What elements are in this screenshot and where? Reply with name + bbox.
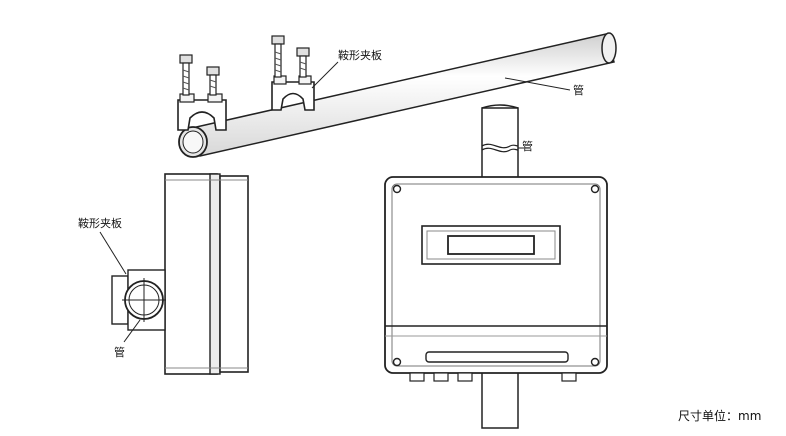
unit-note: 尺寸单位：mm — [678, 409, 762, 423]
saddle-clamp-right — [271, 35, 315, 111]
screw — [590, 357, 600, 367]
leader-line — [504, 77, 571, 91]
bolt — [206, 66, 220, 96]
display-window — [421, 225, 561, 265]
bottom-slot — [425, 351, 569, 363]
label-saddle-clamp-top: 鞍形夹板 — [338, 49, 382, 62]
label-pipe-vertical: 管 — [522, 140, 533, 153]
screw — [392, 357, 402, 367]
cable-gland — [457, 372, 473, 382]
leader-line — [99, 231, 127, 275]
meter-side-view — [99, 173, 249, 375]
cable-gland — [561, 372, 577, 382]
label-pipe-side: 管 — [114, 346, 125, 359]
cable-gland — [433, 372, 449, 382]
bolt — [179, 54, 193, 96]
leader-line — [311, 61, 339, 89]
bolt — [271, 35, 285, 78]
leader-line — [123, 319, 141, 343]
bolt — [296, 47, 310, 78]
label-saddle-clamp-side: 鞍形夹板 — [78, 217, 122, 230]
pipe-cross-section — [111, 269, 166, 331]
horizontal-pipe-assembly — [177, 32, 617, 158]
screw — [590, 184, 600, 194]
cable-gland — [409, 372, 425, 382]
label-pipe-top: 管 — [573, 84, 584, 97]
screw — [392, 184, 402, 194]
horizontal-pipe — [178, 32, 617, 158]
meter-front-view — [384, 176, 608, 382]
saddle-clamp-left — [177, 54, 227, 131]
